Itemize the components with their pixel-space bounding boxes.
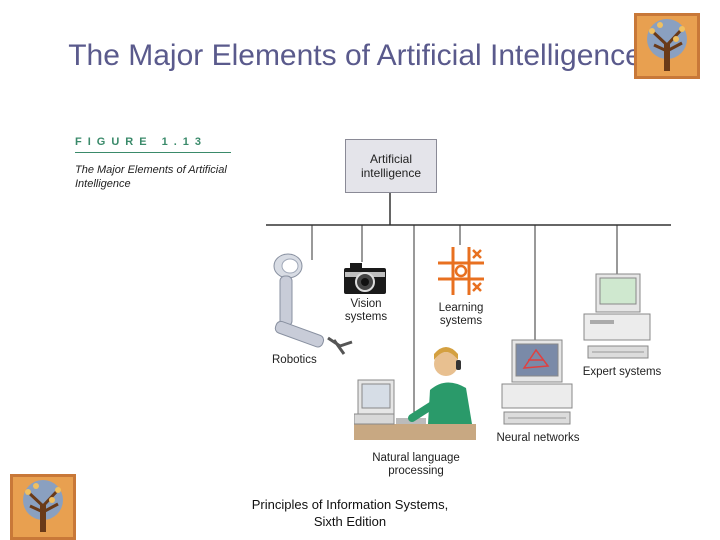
computer-icon [583,273,651,359]
figure-rule [75,152,231,153]
tree-logo-icon [10,474,76,540]
node-expert: Expert systems [582,366,662,378]
figure-caption: The Major Elements of Artificial Intelli… [75,164,227,190]
node-neural: Neural networks [496,432,580,444]
node-robotics: Robotics [272,354,317,366]
computer-icon [501,339,573,425]
robot-arm-icon [273,253,353,355]
tree-logo-icon [634,13,700,79]
ai-root-box: Artificial intelligence [345,139,437,193]
tic-tac-toe-icon [438,247,484,295]
node-nlp: Natural language processing [372,452,460,477]
footer-line-2: Sixth Edition [313,514,387,529]
operator-icon [354,347,476,440]
node-learning: Learning systems [438,302,484,327]
camera-icon [344,263,386,294]
node-vision: Vision systems [344,298,388,323]
figure-label: FIGURE 1.13 [75,136,208,148]
ai-root-label: Artificial intelligence [360,152,422,180]
slide-title: The Major Elements of Artificial Intelli… [68,39,642,72]
footer-line-1: Principles of Information Systems, [251,497,449,512]
slide-footer: Principles of Information Systems, Sixth… [230,496,470,530]
